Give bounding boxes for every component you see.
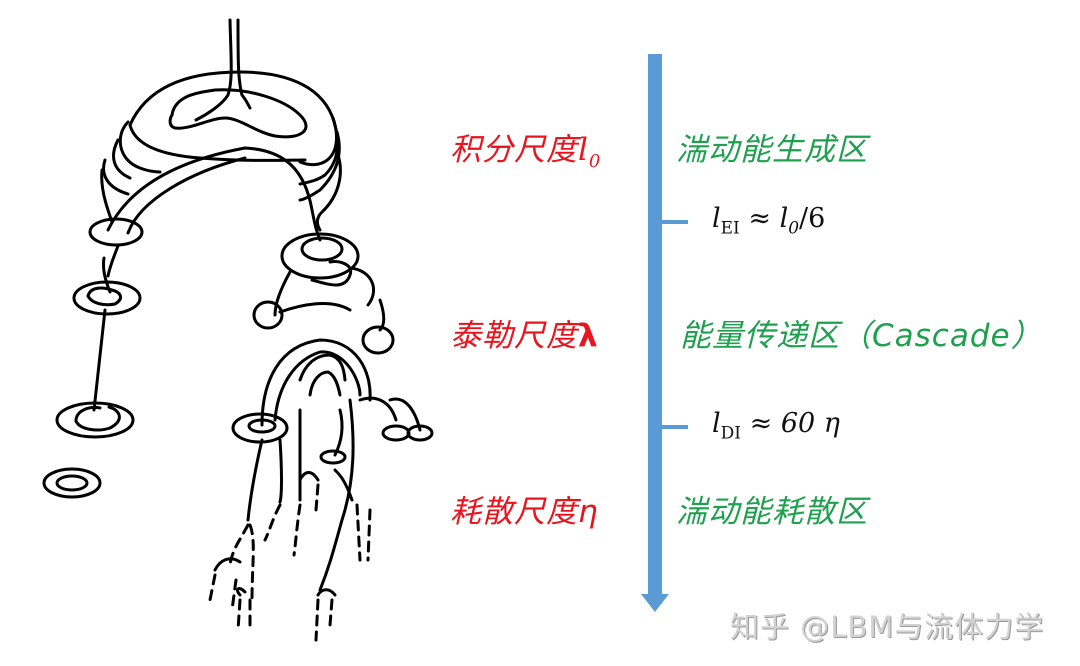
scale-arrow-shaft xyxy=(648,54,662,594)
ei-boundary-formula: lEI ≈ l0/6 xyxy=(712,203,826,239)
integral-scale-label: 积分尺度l0 xyxy=(450,132,602,173)
di-boundary-formula: lDI ≈ 60 η xyxy=(712,408,840,444)
zhihu-watermark: 知乎 @LBM与流体力学 xyxy=(730,610,1045,644)
taylor-scale-label: 泰勒尺度λ xyxy=(450,318,599,354)
scale-arrow-head xyxy=(641,594,669,612)
dissipation-region-label: 湍动能耗散区 xyxy=(676,494,868,530)
boundary-tick-ei xyxy=(662,220,688,224)
boundary-tick-di xyxy=(662,425,688,429)
eddy-cascade-sketch xyxy=(42,18,434,642)
cascade-region-label: 能量传递区（Cascade） xyxy=(680,318,1043,354)
dissipation-scale-label: 耗散尺度η xyxy=(450,494,599,530)
production-region-label: 湍动能生成区 xyxy=(676,132,868,168)
